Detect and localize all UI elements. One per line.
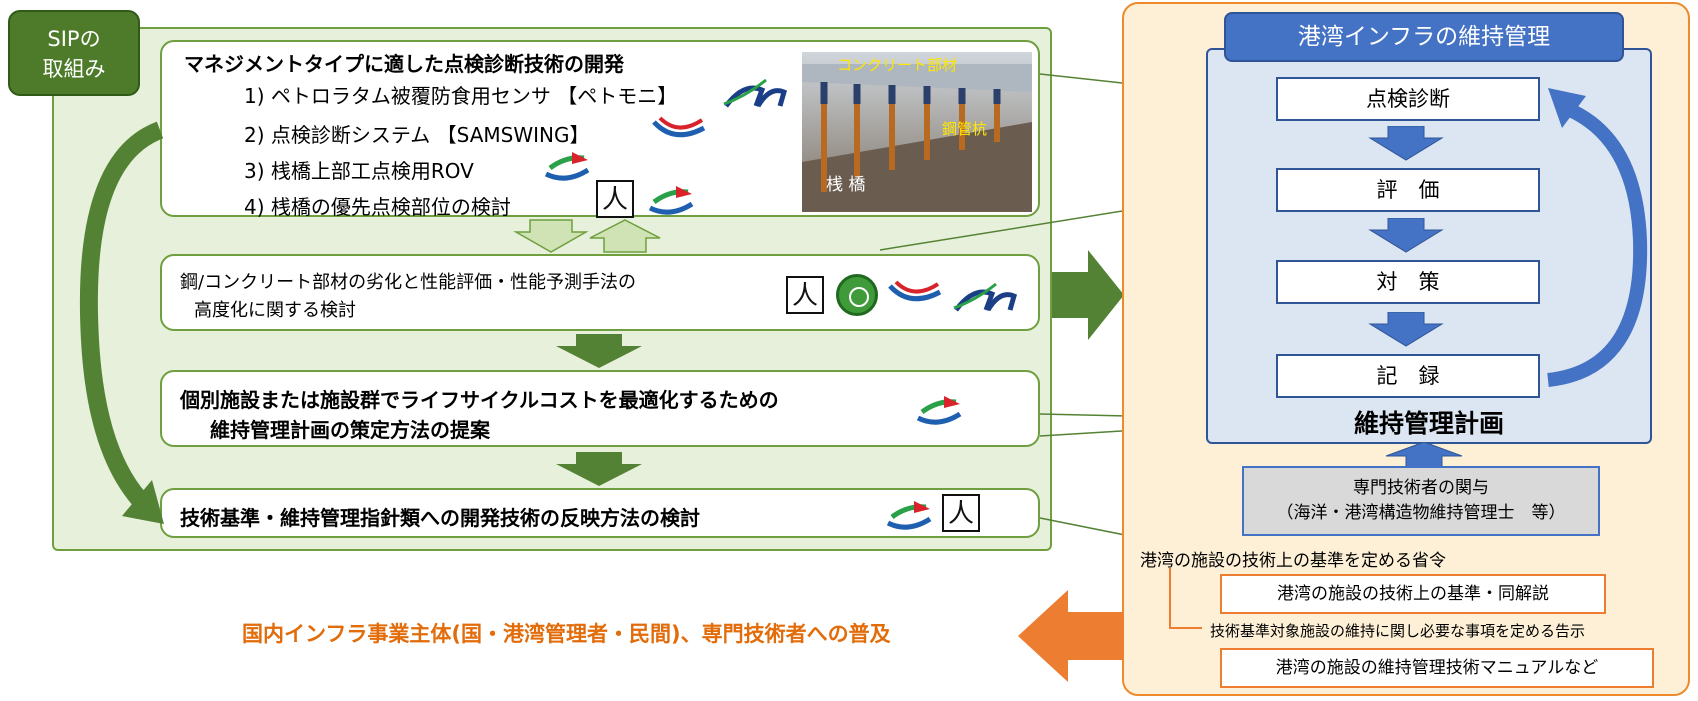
notice-text: 技術基準対象施設の維持に関し必要な事項を定める告示 bbox=[1210, 620, 1585, 641]
port-panel-title: 港湾インフラの維持管理 bbox=[1224, 12, 1624, 62]
cycle-step-countermeasure: 対 策 bbox=[1276, 260, 1540, 304]
cycle-arrow-2 bbox=[1366, 218, 1446, 254]
maintenance-plan-label: 維持管理計画 bbox=[1206, 404, 1652, 440]
expert-involvement-box: 専門技術者の関与 （海洋・港湾構造物維持管理士 等） bbox=[1242, 466, 1600, 536]
expert-up-arrow bbox=[1384, 442, 1464, 468]
cycle-step-record: 記 録 bbox=[1276, 354, 1540, 398]
dissemination-arrow bbox=[1016, 588, 1126, 684]
expert-line2: （海洋・港湾構造物維持管理士 等） bbox=[1244, 501, 1598, 526]
dissemination-text: 国内インフラ事業主体(国・港湾管理者・民間)、専門技術者への普及 bbox=[242, 618, 891, 648]
expert-line1: 専門技術者の関与 bbox=[1244, 476, 1598, 501]
ordinance-bracket bbox=[1166, 568, 1206, 632]
cycle-return-arrow bbox=[1540, 80, 1650, 400]
standard-commentary-box: 港湾の施設の技術上の基準・同解説 bbox=[1220, 574, 1606, 614]
cycle-step-evaluation: 評 価 bbox=[1276, 168, 1540, 212]
maintenance-manual-box: 港湾の施設の維持管理技術マニュアルなど bbox=[1220, 648, 1654, 688]
cycle-step-inspection: 点検診断 bbox=[1276, 77, 1540, 121]
cycle-arrow-1 bbox=[1366, 126, 1446, 162]
cycle-arrow-3 bbox=[1366, 312, 1446, 348]
